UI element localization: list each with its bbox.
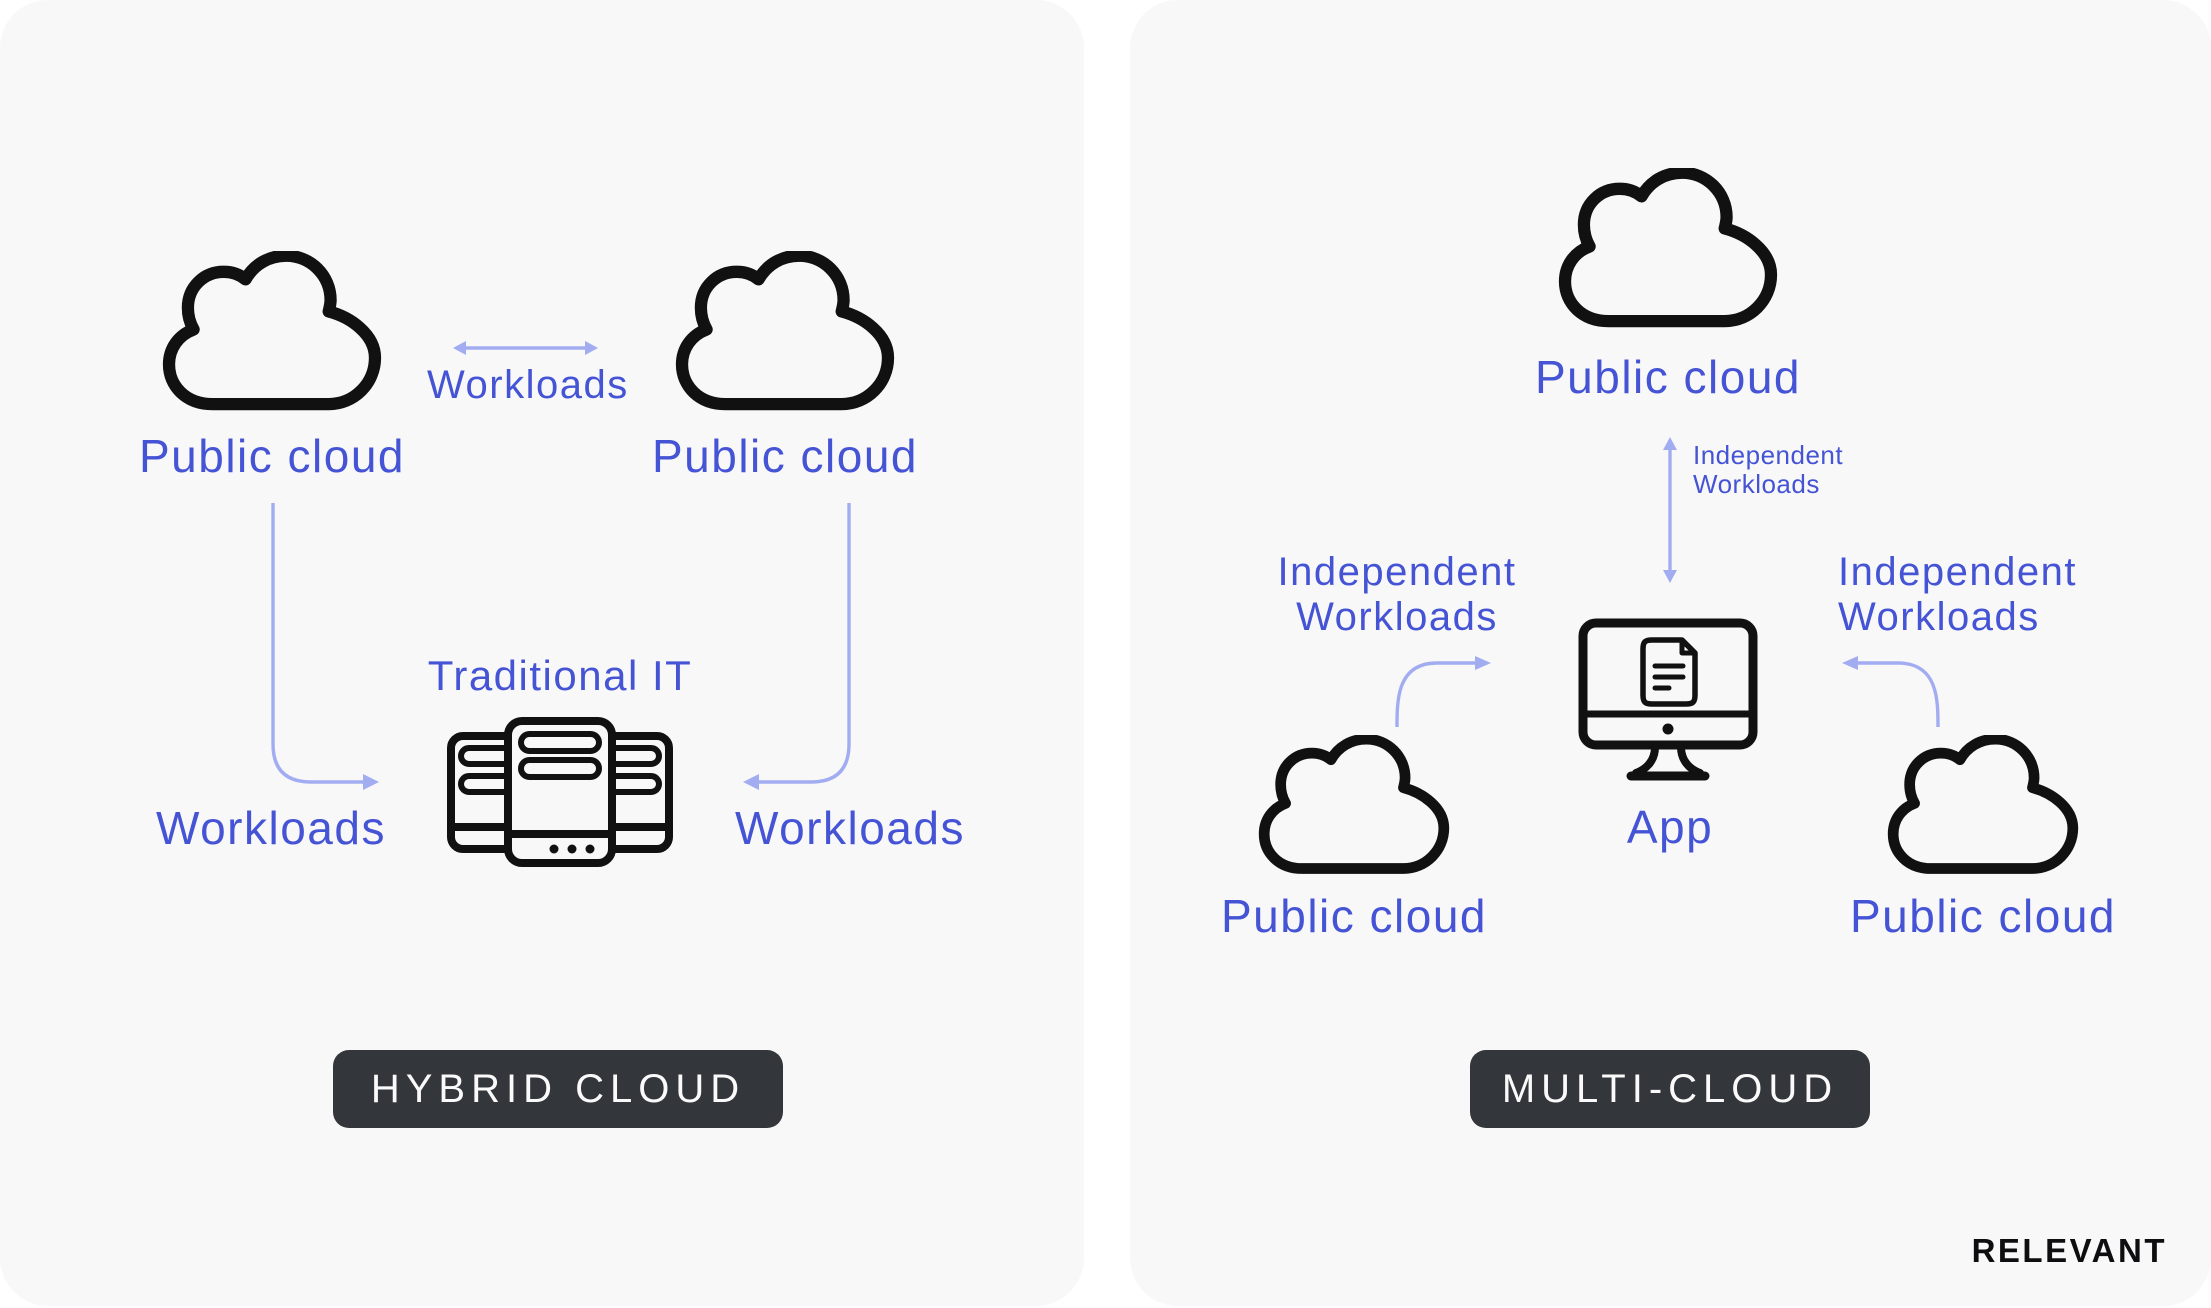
cloud-icon (665, 251, 905, 423)
curved-arrow-left-icon (1395, 656, 1491, 728)
app-label: App (1626, 801, 1714, 853)
monitor-icon (1578, 618, 1758, 781)
document-icon (1640, 637, 1698, 707)
workloads-hook-arrow-left-icon (271, 503, 379, 790)
multi-cloud-panel: Public cloud Independent Workloads Indep… (1130, 0, 2211, 1306)
hybrid-cloud-badge: HYBRID CLOUD (333, 1050, 783, 1128)
independent-workloads-right-label: Independent Workloads (1838, 550, 2077, 639)
independent-workloads-vertical-arrow-icon (1663, 437, 1677, 583)
independent-workloads-small-label: Independent Workloads (1693, 441, 1873, 499)
cloud-icon (1548, 168, 1788, 340)
independent-workloads-small-line1: Independent (1693, 440, 1844, 470)
workloads-right-label: Workloads (735, 802, 965, 854)
public-cloud-top-label: Public cloud (1534, 351, 1802, 403)
workloads-hook-arrow-right-icon (743, 503, 851, 790)
server-icon (447, 717, 673, 867)
cloud-icon (1249, 735, 1459, 885)
independent-workloads-small-line2: Workloads (1693, 469, 1820, 499)
independent-workloads-left-label: Independent Workloads (1277, 550, 1517, 639)
public-cloud-bottom-left-label: Public cloud (1220, 890, 1488, 942)
traditional-it-label: Traditional IT (427, 652, 693, 699)
public-cloud-label: Public cloud (651, 430, 919, 482)
cloud-icon (1878, 735, 2088, 885)
hybrid-cloud-panel: Workloads Public cloud Public cloud Trad… (0, 0, 1084, 1306)
public-cloud-bottom-right-label: Public cloud (1849, 890, 2117, 942)
multi-cloud-badge: MULTI-CLOUD (1470, 1050, 1870, 1128)
workloads-left-label: Workloads (156, 802, 386, 854)
workloads-double-arrow-icon (453, 341, 598, 355)
workloads-between-label: Workloads (427, 363, 629, 407)
curved-arrow-right-icon (1842, 656, 1940, 728)
relevant-logo: RELEVANT (1971, 1232, 2167, 1269)
cloud-icon (152, 251, 392, 423)
public-cloud-label: Public cloud (138, 430, 406, 482)
